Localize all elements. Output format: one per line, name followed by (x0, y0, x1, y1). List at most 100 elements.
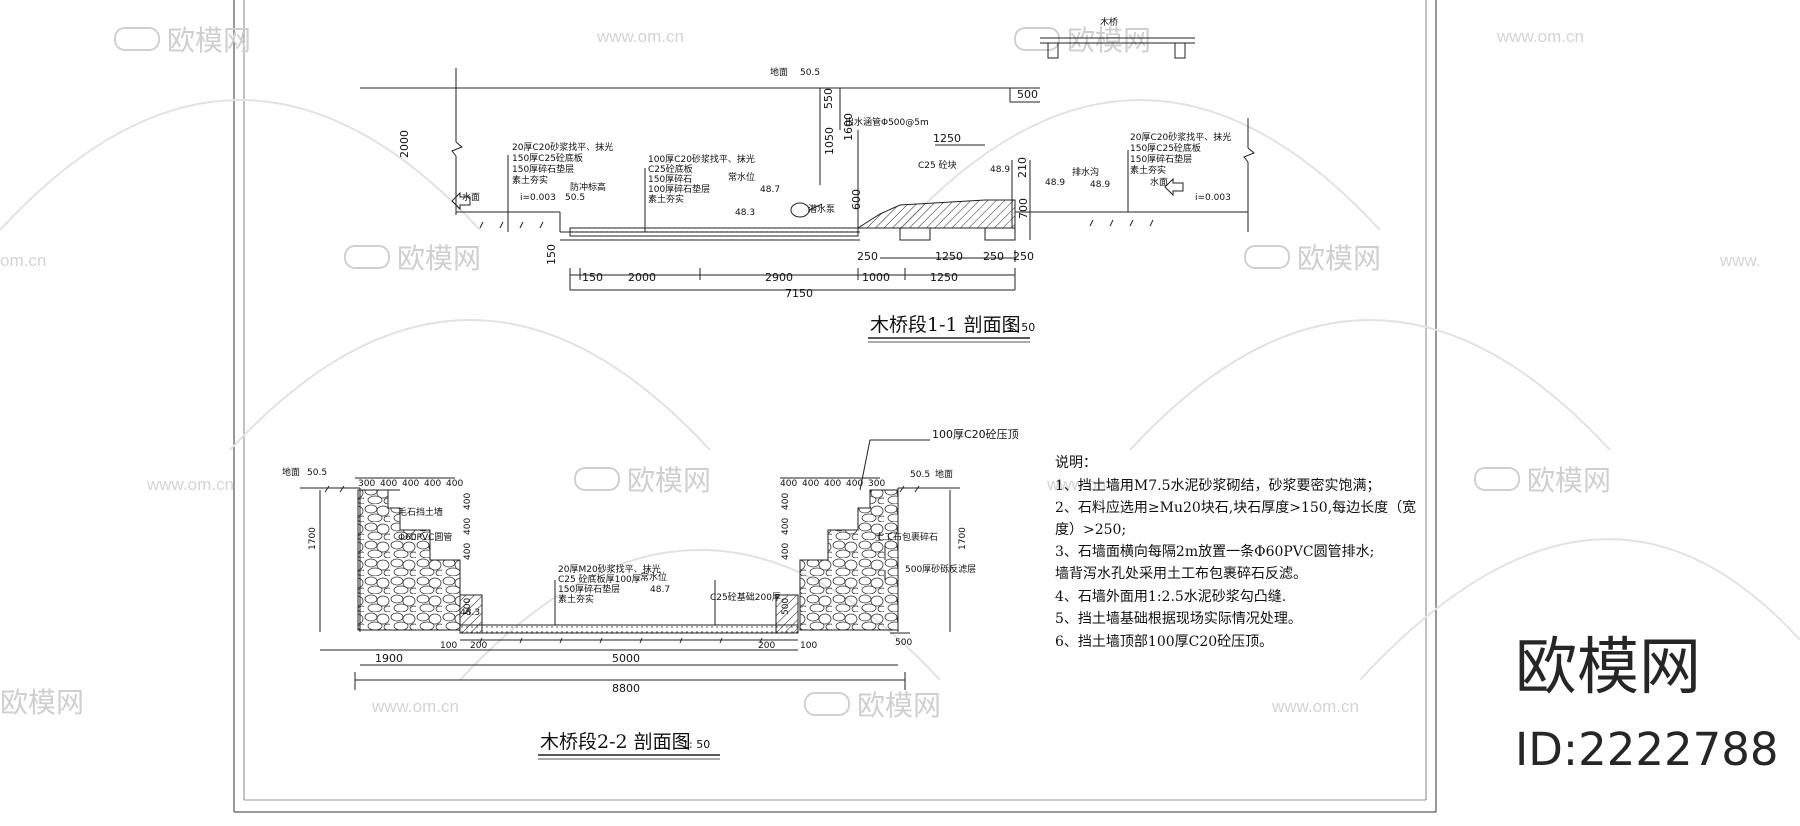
watermark-url: www.om.cn (371, 697, 459, 716)
watermark-url: www.om.cn (1496, 27, 1584, 46)
watermark-arcs (0, 99, 1800, 681)
svg-text:500: 500 (1017, 88, 1038, 101)
watermark-url: www.om.cn (1046, 475, 1134, 494)
svg-text:400: 400 (380, 479, 397, 489)
bottom-elev: 48.3 (735, 208, 755, 218)
svg-text:400: 400 (824, 479, 841, 489)
svg-text:400: 400 (781, 493, 791, 510)
filter-label: 500厚砂砾反滤层 (905, 563, 976, 575)
section-2-2: 地面 50.5 50.5 地面 100厚C20砼压顶 毛石挡土墙 Φ60PVC圆… (282, 428, 1019, 760)
svg-text:250: 250 (857, 250, 878, 263)
svg-text:500: 500 (463, 598, 473, 615)
right-bank-elev: 48.9 (1090, 180, 1110, 190)
note-item: 3、石墙面横向每隔2m放置一条Φ60PVC圆管排水; (1055, 543, 1374, 560)
note-item: 4、石墙外面用1:2.5水泥砂浆勾凸缝. (1055, 589, 1286, 605)
svg-text:C25 砼底板厚100厚: C25 砼底板厚100厚 (558, 573, 641, 585)
watermark-logo: 欧模网 (574, 464, 711, 497)
svg-text:600: 600 (850, 189, 863, 210)
watermark-logo: 欧模网 (114, 24, 251, 57)
note-item: 2、石料应选用≥Mu20块石,块石厚度>150,每边长度（宽 (1055, 499, 1416, 516)
svg-text:20厚C20砂浆找平、抹光: 20厚C20砂浆找平、抹光 (1130, 131, 1231, 143)
stone-wall-label: 毛石挡土墙 (398, 506, 443, 518)
svg-text:150厚碎石: 150厚碎石 (648, 173, 692, 185)
svg-text:200: 200 (758, 641, 775, 651)
svg-text:2000: 2000 (398, 130, 411, 158)
svg-text:1700: 1700 (308, 527, 318, 550)
notes-block: 说明： 1、挡土墙用M7.5水泥砂浆砌结，砂浆要密实饱满； 2、石料应选用≥Mu… (1055, 455, 1416, 650)
note-item: 1、挡土墙用M7.5水泥砂浆砌结，砂浆要密实饱满； (1055, 477, 1381, 494)
svg-text:欧模网: 欧模网 (167, 24, 251, 57)
guide-label: 防冲标高 (570, 181, 606, 193)
right-notes: 20厚C20砂浆找平、抹光 150厚C25砼底板 150厚碎石垫层 素土夯实 (1130, 131, 1231, 176)
svg-text:C25砼底板: C25砼底板 (648, 163, 693, 175)
watermark-logo: 欧模网 (804, 689, 941, 722)
svg-text:2000: 2000 (628, 271, 656, 284)
svg-text:100: 100 (440, 641, 457, 651)
bottom-elev-2: 48.3 (460, 608, 480, 618)
svg-text:150厚碎石垫层: 150厚碎石垫层 (512, 163, 574, 175)
svg-text:400: 400 (463, 543, 473, 560)
note-item: 墙背泻水孔处采用土工布包裹碎石反滤。 (1055, 566, 1307, 582)
svg-text:700: 700 (1017, 198, 1030, 219)
drain-label: 排水沟 (1072, 166, 1099, 178)
svg-text:5000: 5000 (612, 652, 640, 665)
section-1-title: 木桥段1-1 剖面图 (870, 314, 1021, 336)
svg-text:素土夯实: 素土夯实 (512, 174, 548, 186)
svg-text:150: 150 (582, 271, 603, 284)
c25base-label: C25砼基础200厚 (710, 591, 781, 603)
svg-text:1700: 1700 (958, 527, 968, 550)
svg-text:500: 500 (781, 598, 791, 615)
watermark-url: www.om.cn (1271, 697, 1359, 716)
section-2-title: 木桥段2-2 剖面图 (540, 731, 691, 753)
svg-text:100厚C20砂浆找平、抹光: 100厚C20砂浆找平、抹光 (648, 153, 755, 165)
right-elev: 50.5 (910, 470, 930, 480)
waterline-elev: 48.7 (760, 185, 780, 195)
svg-text:500: 500 (895, 638, 912, 648)
ground-label: 地面 (770, 66, 788, 78)
waterlevel-label-2: 常水位 (640, 571, 667, 583)
note-item: 5、挡土墙基础根据现场实际情况处理。 (1055, 610, 1302, 627)
svg-text:欧模网: 欧模网 (397, 242, 481, 275)
svg-text:250: 250 (983, 250, 1004, 263)
watermark-text: 欧模网 (0, 686, 84, 719)
water-elev-2: 48.7 (650, 585, 670, 595)
c25-label: C25 砼块 (918, 159, 957, 171)
ground-label-left: 地面 (282, 466, 300, 478)
svg-text:20厚M20砂浆找平、抹光: 20厚M20砂浆找平、抹光 (558, 563, 661, 575)
cap-label: 100厚C20砼压顶 (932, 428, 1019, 441)
watermark-url-short: om.cn (0, 251, 46, 270)
left-road-elev: 50.5 (565, 193, 585, 203)
svg-text:7150: 7150 (785, 287, 813, 300)
geotex-label: 土工布包裹碎石 (875, 531, 938, 543)
svg-text:1000: 1000 (862, 271, 890, 284)
svg-text:100厚碎石垫层: 100厚碎石垫层 (648, 183, 710, 195)
drawing-frame (233, 0, 1437, 813)
svg-text:150厚碎石垫层: 150厚碎石垫层 (1130, 153, 1192, 165)
brand-block: 欧模网 ID:2222788 (1515, 630, 1779, 776)
svg-text:150厚碎石垫层: 150厚碎石垫层 (558, 583, 620, 595)
watermark-url-prefix: www. (1719, 251, 1761, 270)
svg-text:1250: 1250 (930, 271, 958, 284)
svg-text:300: 300 (358, 479, 375, 489)
svg-text:210: 210 (1016, 157, 1029, 178)
watermark-logo: 欧模网 (1014, 24, 1151, 57)
svg-text:欧模网: 欧模网 (1067, 24, 1151, 57)
svg-text:400: 400 (802, 479, 819, 489)
svg-text:欧模网: 欧模网 (857, 689, 941, 722)
svg-text:150厚C25砼底板: 150厚C25砼底板 (1130, 142, 1201, 154)
svg-text:2900: 2900 (765, 271, 793, 284)
svg-text:400: 400 (781, 543, 791, 560)
center-notes: 20厚M20砂浆找平、抹光 C25 砼底板厚100厚 150厚碎石垫层 素土夯实 (558, 563, 661, 605)
svg-text:550: 550 (822, 88, 835, 109)
left-notes: 20厚C20砂浆找平、抹光 150厚C25砼底板 150厚碎石垫层 素土夯实 (512, 141, 613, 186)
right-top-elev: 48.9 (990, 165, 1010, 175)
left-elev: 50.5 (307, 468, 327, 478)
svg-text:400: 400 (402, 479, 419, 489)
dimensions-1-1: 2000 550 1050 1600 600 700 210 150 500 1… (398, 88, 1038, 300)
svg-text:250: 250 (1013, 250, 1034, 263)
svg-text:欧模网: 欧模网 (1297, 242, 1381, 275)
right-road-elev: 48.9 (1045, 178, 1065, 188)
pipe-label: 出水涵管Φ500@5m (845, 116, 929, 128)
svg-text:200: 200 (470, 641, 487, 651)
